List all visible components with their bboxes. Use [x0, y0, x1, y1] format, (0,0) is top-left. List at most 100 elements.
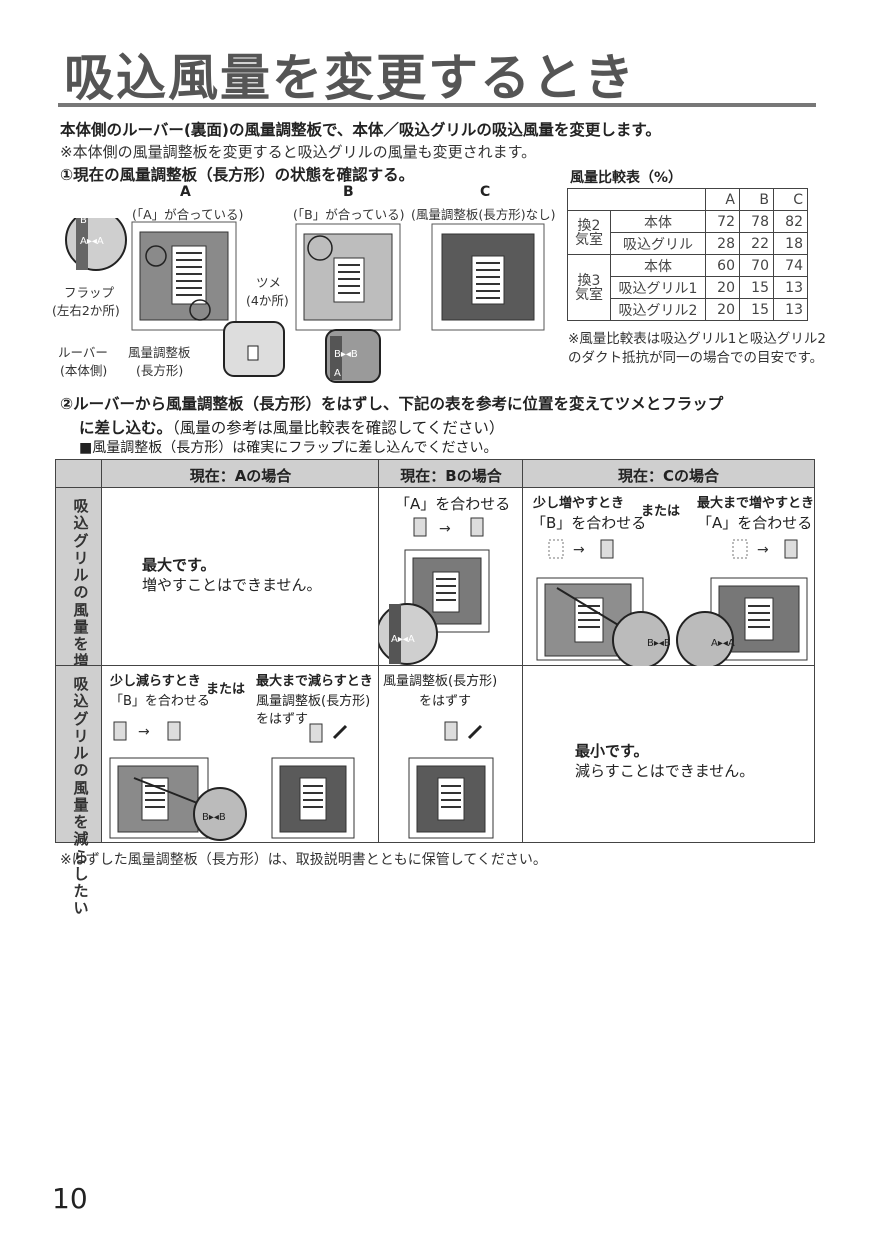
plate-sub: (長方形): [136, 363, 184, 378]
group-3room: 換3気室: [567, 254, 611, 321]
lead-text: 本体側のルーバー(裏面)の風量調整板で、本体／吸込グリルの吸込風量を変更します。: [60, 121, 661, 139]
zoom-circle-tab: [223, 321, 285, 377]
arrow: →: [138, 724, 150, 740]
louver-label: ルーバー: [58, 345, 108, 360]
step2-heading: ②ルーバーから風量調整板（長方形）をはずし、下記の表を参考に位置を変えてツメとフ…: [60, 395, 724, 413]
col-b: B: [739, 188, 774, 211]
diagram-b-caption: (「B」が合っている): [293, 207, 405, 222]
comparison-table: A B C 換2気室 本体 72 78 82 吸込グリル 28 22 18 換3…: [567, 188, 808, 321]
row-label-decrease-text: 吸込グリルの風量を減らしたい: [73, 675, 89, 918]
row-label-decrease: 吸込グリルの風量を減らしたい: [56, 666, 102, 917]
louver-unit-c: [431, 223, 545, 331]
note-text: ※本体側の風量調整板を変更すると吸込グリルの風量も変更されます。: [60, 143, 537, 161]
row-value: 13: [773, 276, 808, 299]
header-a-label: 現在：Aの場合: [189, 467, 292, 485]
zoom-a-mark-aa: A▸◂A: [80, 236, 104, 247]
decrease-a-or: または: [206, 682, 246, 697]
flap-label: フラップ: [64, 285, 115, 300]
row-label-increase: 吸込グリルの風量を増やしたい: [56, 488, 102, 739]
increase-b-mark: A▸◂A: [391, 634, 415, 645]
diagram-a-letter: A: [180, 184, 191, 200]
header-b: 現在：Bの場合: [379, 460, 523, 488]
comparison-corner: [567, 188, 706, 211]
increase-c-mark-right: A▸◂A: [711, 638, 735, 649]
decrease-b-text2: をはずす: [419, 694, 472, 709]
row-value: 20: [705, 298, 740, 321]
decrease-b-illustration: [408, 721, 494, 839]
increase-c-or: または: [641, 504, 681, 519]
decrease-a-illustration: → B▸◂B: [109, 721, 355, 841]
louver-unit-b: [295, 223, 401, 331]
row-item: 本体: [610, 210, 706, 233]
comparison-title: 風量比較表（%）: [570, 170, 683, 186]
diagram-a-caption: (「A」が合っている): [132, 207, 244, 222]
decrease-c-bold: 最小です。: [575, 742, 649, 760]
row-value: 82: [773, 210, 808, 233]
increase-c-left-bold: 少し増やすとき: [533, 496, 625, 511]
louver-diagram: B A▸◂A B▸◂B A: [65, 218, 545, 383]
tab-sub: (4か所): [246, 293, 289, 308]
decrease-a-mark: B▸◂B: [202, 812, 226, 823]
step2-line2-rest: （風量の参考は風量比較表を確認してください）: [172, 419, 505, 437]
step2-line3: ■風量調整板（長方形）は確実にフラップに差し込んでください。: [79, 440, 498, 456]
row-value: 18: [773, 232, 808, 255]
increase-c-right-bold: 最大まで増やすとき: [697, 496, 815, 511]
row-value: 70: [739, 254, 774, 277]
zoom-circle-b: B▸◂B A: [325, 329, 381, 383]
decrease-a-left-text: 「B」を合わせる: [110, 694, 210, 709]
group-2room: 換2気室: [567, 210, 611, 255]
plate-label: 風量調整板: [128, 345, 191, 360]
row-item: 吸込グリル: [610, 232, 706, 255]
increase-c-right-text: 「A」を合わせる: [697, 514, 813, 532]
row-value: 72: [705, 210, 740, 233]
table-corner: [56, 460, 102, 488]
col-a: A: [705, 188, 740, 211]
zoom-a-mark-b: B: [80, 218, 87, 226]
decrease-a-right-bold: 最大まで減らすとき: [256, 674, 373, 689]
zoom-circle-a: B A▸◂A: [65, 218, 127, 271]
comparison-header-row: A B C: [567, 188, 808, 211]
increase-b-illustration: → A▸◂A: [379, 517, 490, 665]
diagram-c-letter: C: [480, 184, 491, 200]
cell-decrease-c: 最小です。 減らすことはできません。: [523, 666, 814, 842]
decrease-a-left-bold: 少し減らすとき: [110, 674, 201, 689]
adjust-table: 現在：Aの場合 現在：Bの場合 現在：Cの場合 吸込グリルの風量を増やしたい 吸…: [55, 459, 815, 917]
diagram-c-caption: (風量調整板(長方形)なし): [411, 207, 556, 222]
row-value: 15: [739, 298, 774, 321]
decrease-a-right-text1: 風量調整板(長方形): [256, 694, 371, 709]
table-row: 換2気室 本体 72 78 82: [567, 210, 808, 255]
row-item: 吸込グリル1: [610, 276, 706, 299]
row-value: 74: [773, 254, 808, 277]
row-item: 本体: [610, 254, 706, 277]
footer-note: ※はずした風量調整板（長方形）は、取扱説明書とともに保管してください。: [60, 852, 547, 868]
zoom-b-mark-a: A: [334, 368, 341, 379]
increase-c-illustration: → → B▸◂B A▸◂A: [536, 539, 808, 666]
decrease-b-text1: 風量調整板(長方形): [383, 674, 498, 689]
step2-line2: に差し込む。（風量の参考は風量比較表を確認してください）: [79, 416, 504, 438]
cell-increase-a: 最大です。 増やすことはできません。: [102, 488, 379, 666]
increase-a-text: 増やすことはできません。: [142, 576, 322, 594]
page-title: 吸込風量を変更するとき: [64, 49, 636, 107]
arrow: →: [757, 542, 769, 558]
header-b-label: 現在：Bの場合: [400, 467, 502, 485]
header-a: 現在：Aの場合: [102, 460, 379, 488]
row-value: 15: [739, 276, 774, 299]
arrow: →: [573, 542, 585, 558]
cell-increase-c: 少し増やすとき または 最大まで増やすとき 「B」を合わせる 「A」を合わせる …: [523, 488, 814, 666]
cell-increase-b: 「A」を合わせる → A▸◂A: [379, 488, 523, 666]
step2-line2-bold: に差し込む。: [79, 419, 173, 437]
arrow: →: [439, 521, 451, 537]
table-row: 換3気室 本体 60 70 74: [567, 254, 808, 321]
row-value: 22: [739, 232, 774, 255]
table-row: 吸込グリル2 20 15 13: [568, 298, 808, 321]
cell-decrease-b: 風量調整板(長方形) をはずす: [379, 666, 523, 842]
increase-b-text: 「A」を合わせる: [395, 495, 511, 513]
title-rule: [58, 103, 816, 107]
row-value: 13: [773, 298, 808, 321]
louver-sub: (本体側): [60, 363, 108, 378]
flap-sub: (左右2か所): [52, 303, 120, 318]
table-row: 吸込グリル1 20 15 13: [568, 276, 808, 299]
page-number: 10: [52, 1182, 88, 1215]
decrease-a-right-text2: をはずす: [256, 712, 309, 727]
comparison-note: ※風量比較表は吸込グリル1と吸込グリル2のダクト抵抗が同一の場合での目安です。: [568, 331, 826, 366]
